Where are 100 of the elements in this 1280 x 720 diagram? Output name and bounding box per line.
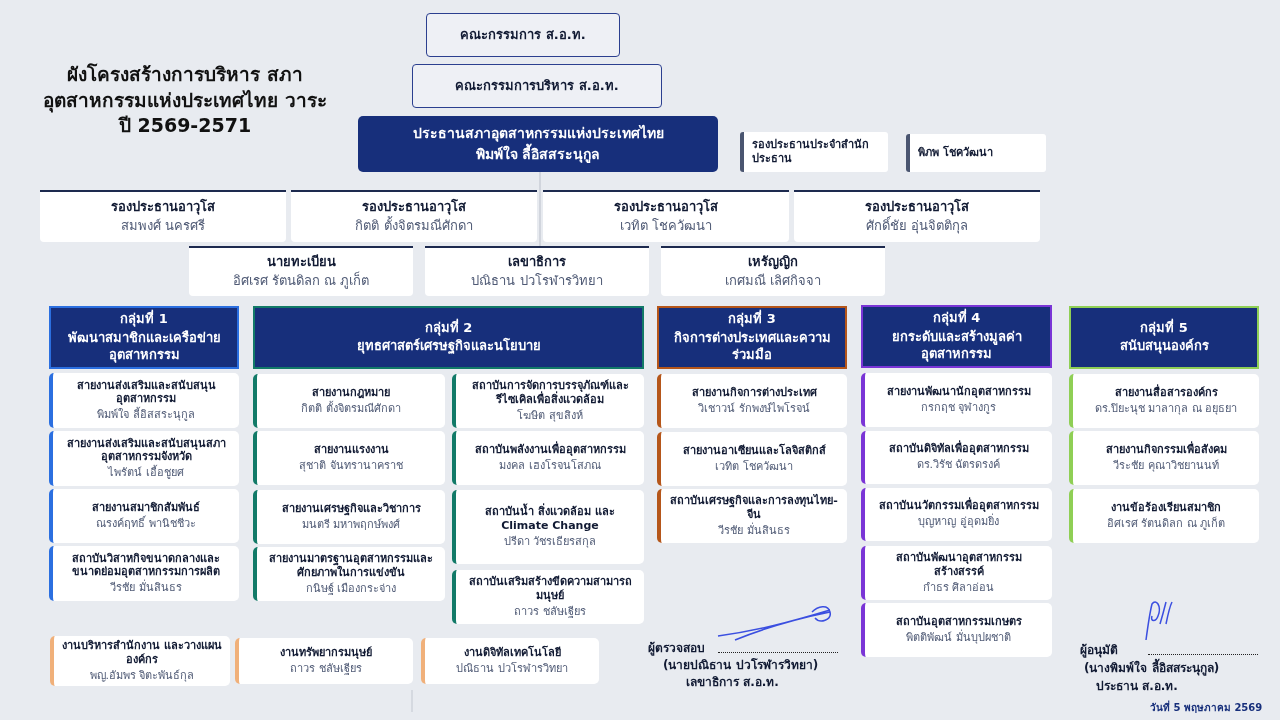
- person-name: ถาวร ชลัษเฐียร: [290, 661, 362, 676]
- unit-card: [253, 431, 445, 485]
- person-name: ศักดิ์ชัย อุ่นจิตติกุล: [865, 217, 969, 235]
- unit-card: [861, 373, 1052, 427]
- role-title: สถาบันวิสาหกิจขนาดกลางและขนาดย่อมอุตสาหกรรมการผลิต: [71, 551, 221, 580]
- person-name: พิมพ์ใจ ลี้อิสสระนุกูล: [475, 144, 601, 163]
- person-name: พิตติพัฒน์ มั่นบุปผชาติ: [906, 630, 1011, 645]
- role-title: พิภพ โชควัฒนา: [918, 146, 993, 160]
- person-name: อิศเรศ รัตนดิลก ณ ภูเก็ต: [232, 272, 370, 290]
- unit-card: [235, 638, 413, 684]
- role-title: สายงานกิจการต่างประเทศ: [691, 385, 817, 400]
- signature-label: (นายปณิธาน ปวโรฬารวิทยา): [663, 657, 819, 674]
- unit-card: [49, 431, 239, 486]
- role-title: สถาบันอุตสาหกรรมเกษตร: [895, 614, 1022, 629]
- person-name: สมพงศ์ นครศรี: [120, 217, 206, 235]
- role-title: กลุ่มที่ 4: [932, 310, 981, 327]
- position-card: [189, 246, 413, 296]
- committee-box: [426, 13, 620, 57]
- role-title: รองประธานอาวุโส: [111, 199, 215, 216]
- role-title: กลุ่มที่ 5: [1140, 319, 1188, 337]
- person-name: วิเชาวน์ รักพงษ์ไพโรจน์: [698, 401, 810, 416]
- person-name: สนับสนุนองค์กร: [1119, 338, 1209, 356]
- unit-card: [861, 603, 1052, 657]
- unit-card: [49, 373, 239, 428]
- person-name: พัฒนาสมาชิกและเครือข่ายอุตสาหกรรม: [66, 329, 222, 364]
- role-title: สถาบันเศรษฐกิจและการลงทุนไทย-จีน: [669, 494, 839, 522]
- group-header: [49, 306, 239, 369]
- unit-card: [253, 547, 445, 601]
- role-title: งานดิจิทัลเทคโนโลยี: [463, 645, 561, 660]
- date-text: วันที่ 5 พฤษภาคม 2569: [1150, 700, 1263, 715]
- unit-card: [452, 374, 644, 428]
- role-title: ประธานสภาอุตสาหกรรมแห่งประเทศไทย: [412, 125, 664, 143]
- person-name: ปณิธาน ปวโรฬารวิทยา: [456, 661, 568, 676]
- role-title: เลขาธิการ: [508, 254, 566, 271]
- role-title: คณะกรรมการบริหาร ส.อ.ท.: [455, 77, 619, 95]
- signature-label: ผู้อนุมัติ: [1080, 642, 1118, 659]
- role-title: สายงานพัฒนานักอุตสาหกรรม: [886, 384, 1031, 399]
- unit-card: [1069, 431, 1259, 485]
- unit-card: [452, 490, 644, 564]
- role-title: สถาบันนวัตกรรมเพื่ออุตสาหกรรม: [878, 499, 1039, 514]
- group-header: [861, 305, 1052, 368]
- person-name: กำธร ศิลาอ่อน: [922, 580, 995, 595]
- role-title: สายงานแรงงาน: [313, 442, 389, 457]
- unit-card: [657, 432, 847, 486]
- unit-card: [253, 490, 445, 544]
- unit-card: [452, 570, 644, 624]
- person-name: พิมพ์ใจ ลี้อิสสระนุกูล: [97, 408, 195, 423]
- position-card: [661, 246, 885, 296]
- signature-label: ผู้ตรวจสอบ: [648, 640, 705, 657]
- unit-card: [657, 374, 847, 428]
- signature-label: (นางพิมพ์ใจ ลี้อิสสระนุกูล): [1084, 658, 1220, 677]
- position-card: [906, 134, 1046, 172]
- person-name: วีรชัย มั่นสินธร: [718, 523, 790, 538]
- unit-card: [861, 546, 1052, 600]
- unit-card: [1069, 374, 1259, 428]
- person-name: พญ.อัมพร จิตะพันธ์กุล: [89, 668, 195, 683]
- unit-card: [50, 636, 230, 686]
- person-name: ณรงค์ฤทธิ์ พานิชชีวะ: [96, 516, 196, 531]
- person-name: กรกฤช จุฬางกูร: [920, 400, 997, 415]
- unit-card: [861, 488, 1052, 541]
- role-title: สถาบันน้ำ สิ่งแวดล้อม และ Climate Change: [484, 505, 616, 533]
- role-title: สายงานกฎหมาย: [312, 385, 390, 400]
- person-name: สุชาติ จันทรานาคราช: [299, 458, 403, 473]
- unit-card: [452, 431, 644, 485]
- role-title: สายงานเศรษฐกิจและวิชาการ: [281, 501, 421, 516]
- signature-label: เลขาธิการ ส.อ.ท.: [686, 674, 779, 691]
- person-name: โฆษิต สุขสิงห์: [517, 408, 583, 423]
- unit-card: [253, 374, 445, 428]
- role-title: รองประธานอาวุโส: [865, 199, 969, 216]
- person-name: กิจการต่างประเทศและความร่วมมือ: [672, 329, 832, 364]
- role-title: คณะกรรมการ ส.อ.ท.: [460, 26, 586, 44]
- role-title: กลุ่มที่ 3: [728, 311, 776, 328]
- chart-title: ผังโครงสร้างการบริหาร สภาอุตสาหกรรมแห่งประเทศไทย วาระปี 2569-2571: [42, 62, 328, 139]
- position-card: [740, 132, 888, 172]
- person-name: กิตติ ตั้งจิตรมณีศักดา: [301, 401, 401, 416]
- position-card: [543, 190, 789, 242]
- person-name: มนตรี มหาพฤกษ์พงศ์: [301, 517, 401, 532]
- role-title: นายทะเบียน: [266, 254, 336, 271]
- group-header: [1069, 306, 1259, 369]
- position-card: [291, 190, 537, 242]
- person-name: เกศมณี เลิศกิจจา: [724, 272, 822, 290]
- role-title: สถาบันดิจิทัลเพื่ออุตสาหกรรม: [888, 442, 1029, 457]
- person-name: วีรชัย มั่นสินธร: [110, 581, 182, 596]
- person-name: กนิษฐ์ เมืองกระจ่าง: [305, 581, 397, 596]
- person-name: ปณิธาน ปวโรฬารวิทยา: [471, 272, 603, 290]
- person-name: มงคล เฮงโรจนโสภณ: [499, 458, 601, 473]
- person-name: ยุทธศาสตร์เศรษฐกิจและนโยบาย: [356, 338, 541, 356]
- person-name: ดร.วิรัช ฉัตรดรงค์: [916, 458, 1001, 473]
- role-title: สถาบันการจัดการบรรจุภัณฑ์และรีไซเคิลเพื่อสิ่งแวดล้อม: [470, 379, 630, 407]
- role-title: กลุ่มที่ 2: [424, 319, 473, 337]
- person-name: ดร.ปิยะนุช มาลากุล ณ อยุธยา: [1094, 401, 1238, 416]
- signature-label: ประธาน ส.อ.ท.: [1096, 678, 1178, 695]
- group-header: [253, 306, 644, 369]
- person-name: วีระชัย คุณาวิชยานนท์: [1113, 458, 1219, 473]
- committee-box: [412, 64, 662, 108]
- role-title: เหรัญญิก: [748, 254, 798, 271]
- person-name: เวทิต โชควัฒนา: [715, 459, 793, 474]
- role-title: สายงานส่งเสริมและสนับสนุนอุตสาหกรรม: [75, 378, 217, 407]
- role-title: สายงานสื่อสารองค์กร: [1114, 385, 1218, 400]
- role-title: สถาบันพลังงานเพื่ออุตสาหกรรม: [474, 442, 626, 457]
